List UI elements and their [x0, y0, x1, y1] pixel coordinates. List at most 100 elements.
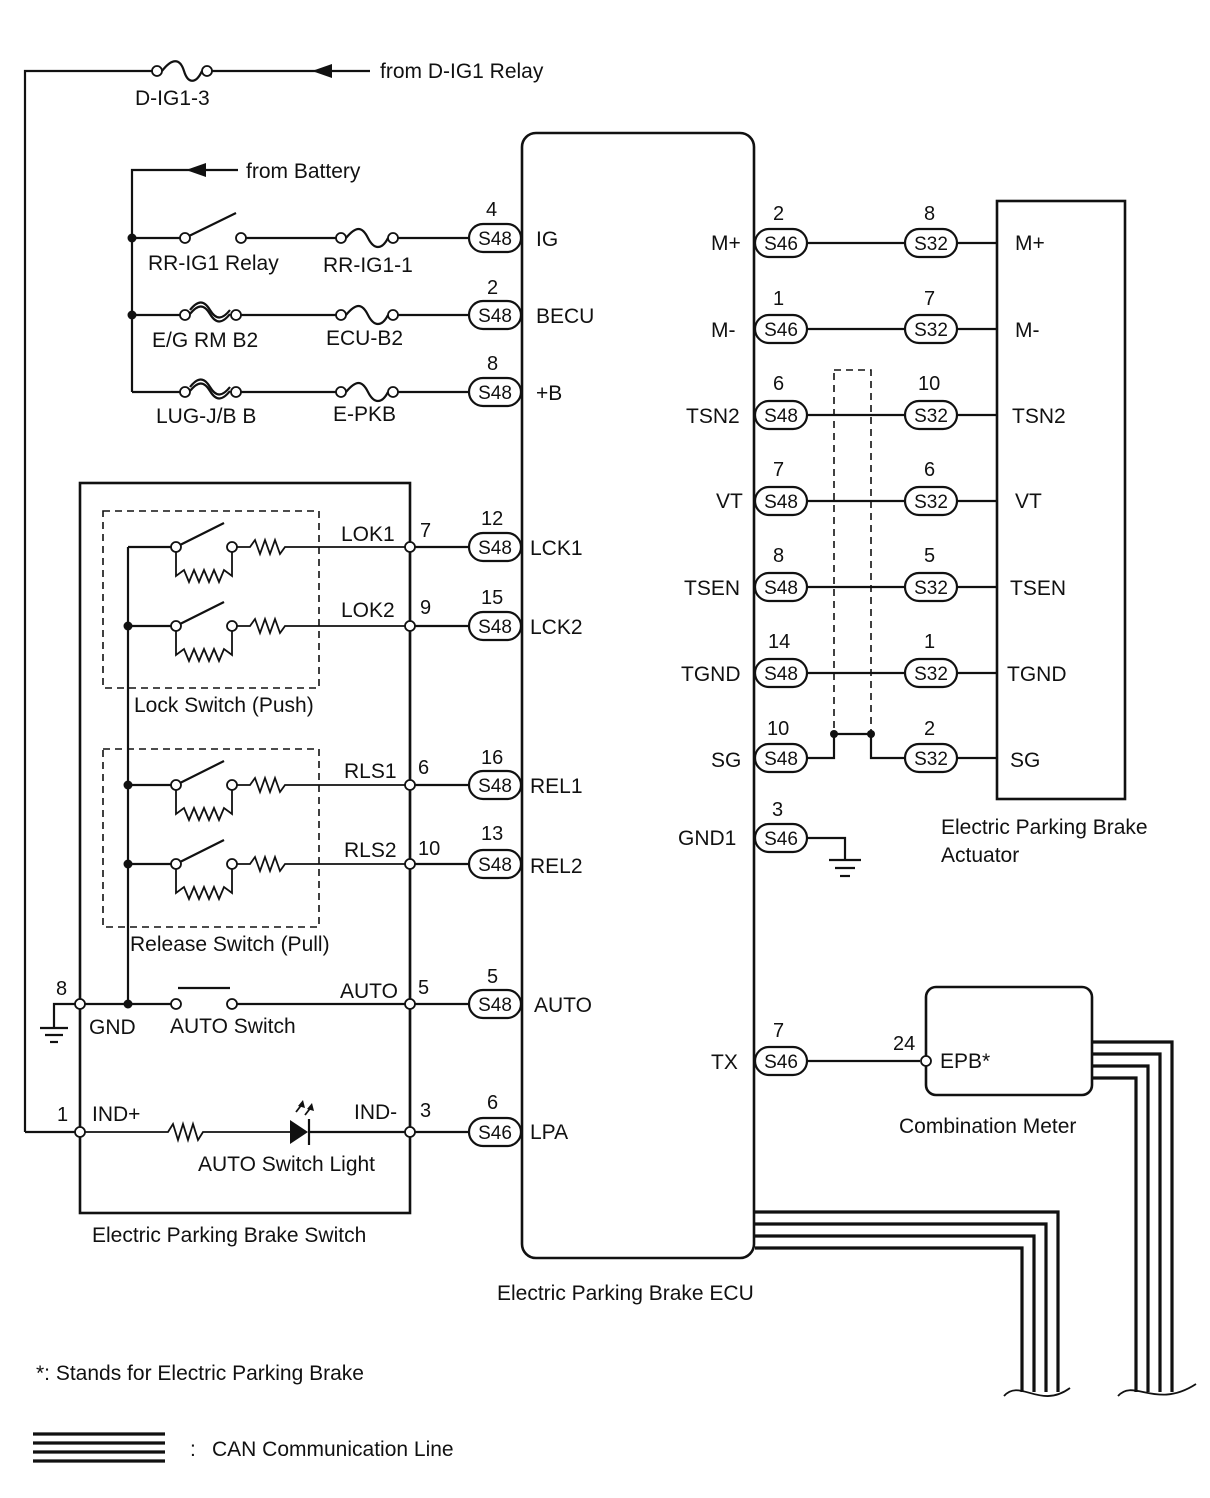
actuator-connectors: S32 8 M+ S32 7 M- S32 10 TSN2 S32 6 VT S…: [903, 203, 1067, 774]
svg-text:S48: S48: [478, 617, 512, 638]
lok1-pin-label: LOK1: [341, 523, 395, 546]
svg-text:REL2: REL2: [530, 855, 583, 878]
svg-text:14: 14: [768, 631, 790, 653]
rr-ig1-1-fuse-label: RR-IG1-1: [323, 254, 413, 277]
ecu-pin-rel1: S48 16 REL1: [467, 747, 583, 801]
ecu-pin-vt: S48 7 VT: [716, 459, 809, 517]
svg-text:SG: SG: [1010, 749, 1040, 772]
svg-text:13: 13: [481, 823, 503, 845]
svg-text:10: 10: [767, 718, 789, 740]
from-dig1-label: from D-IG1 Relay: [380, 60, 544, 83]
combination-meter-title: Combination Meter: [899, 1115, 1076, 1138]
epb-ecu-title: Electric Parking Brake ECU: [497, 1282, 754, 1305]
ind-plus-pin-label: IND+: [92, 1103, 140, 1126]
can-bus: [755, 1040, 1197, 1397]
svg-text:7: 7: [773, 459, 784, 481]
svg-text:5: 5: [487, 966, 498, 988]
ecu-left-connectors: S48 4 IG S48 2 BECU S48 8 +B S48 12 LCK1…: [467, 199, 594, 1148]
ecu-pin-tsen: S48 8 TSEN: [684, 545, 809, 603]
svg-text:TSEN: TSEN: [684, 577, 740, 600]
meter-pin-label: EPB*: [940, 1050, 990, 1073]
svg-text:TSEN: TSEN: [1010, 577, 1066, 600]
ecu-b2-fuse-label: ECU-B2: [326, 327, 403, 350]
ecu-pin-plus-b: S48 8 +B: [467, 353, 562, 408]
svg-text:S32: S32: [914, 234, 948, 255]
meter-pin-number: 24: [893, 1033, 915, 1055]
ecu-pin-tsn2: S48 6 TSN2: [686, 373, 809, 431]
epb-actuator: Electric Parking Brake Actuator: [941, 199, 1148, 867]
svg-text:IG: IG: [536, 228, 558, 251]
svg-text:S48: S48: [478, 776, 512, 797]
eg-rm-b2-label: E/G RM B2: [152, 329, 258, 352]
svg-text:S48: S48: [478, 383, 512, 404]
svg-text:8: 8: [487, 353, 498, 375]
svg-text:12: 12: [481, 508, 503, 530]
svg-text:6: 6: [773, 373, 784, 395]
ecu-pin-lpa: S46 6 LPA: [467, 1092, 568, 1148]
svg-text:M+: M+: [1015, 232, 1045, 255]
svg-text:TGND: TGND: [681, 663, 741, 686]
e-pkb-fuse-label: E-PKB: [333, 403, 396, 426]
svg-text:S32: S32: [914, 749, 948, 770]
svg-text:TSN2: TSN2: [686, 405, 740, 428]
act-pin-tgnd: S32 1 TGND: [903, 631, 1067, 689]
svg-text:M+: M+: [711, 232, 741, 255]
ecu-pin-m-minus: S46 1 M-: [711, 288, 809, 345]
release-switch-label: Release Switch (Pull): [130, 933, 330, 956]
svg-text:1: 1: [773, 288, 784, 310]
svg-text:S48: S48: [478, 229, 512, 250]
epb-switch: LOK1 7 LOK2 9 RLS1 6 RLS2 10 AUTO 5 IND-…: [25, 481, 440, 1247]
svg-text:S48: S48: [764, 749, 798, 770]
footnote: *: Stands for Electric Parking Brake: [36, 1362, 364, 1385]
lok1-pin-number: 7: [420, 520, 431, 542]
svg-text:S46: S46: [478, 1123, 512, 1144]
epb-switch-title: Electric Parking Brake Switch: [92, 1224, 366, 1247]
lug-jb-b-label: LUG-J/B B: [156, 405, 256, 428]
svg-text:2: 2: [487, 277, 498, 299]
svg-text:4: 4: [486, 199, 497, 221]
svg-text:REL1: REL1: [530, 775, 583, 798]
act-pin-vt: S32 6 VT: [903, 459, 1042, 517]
epb-actuator-title-line2: Actuator: [941, 844, 1019, 867]
svg-text:S32: S32: [914, 492, 948, 513]
ecu-pin-becu: S48 2 BECU: [467, 277, 594, 331]
svg-text:VT: VT: [1015, 490, 1042, 513]
rr-ig1-relay-label: RR-IG1 Relay: [148, 252, 279, 275]
from-battery-label: from Battery: [246, 160, 361, 183]
legend: *: Stands for Electric Parking Brake : C…: [33, 1362, 454, 1463]
svg-text:8: 8: [924, 203, 935, 225]
svg-text:8: 8: [773, 545, 784, 567]
svg-text:S48: S48: [478, 995, 512, 1016]
ecu-pin-tx: S46 7 TX: [711, 1020, 809, 1077]
svg-text:TX: TX: [711, 1051, 738, 1074]
svg-text:S46: S46: [764, 320, 798, 341]
ecu-pin-rel2: S48 13 REL2: [467, 823, 583, 880]
ecu-pin-lck2: S48 15 LCK2: [467, 587, 583, 642]
dig1-feed: from D-IG1 Relay D-IG1-3: [23, 60, 544, 1132]
lok2-pin-label: LOK2: [341, 599, 395, 622]
svg-text:S32: S32: [914, 406, 948, 427]
switch-row-lok2: [128, 601, 410, 664]
svg-text:LCK1: LCK1: [530, 537, 583, 560]
svg-text:16: 16: [481, 747, 503, 769]
svg-text:S46: S46: [764, 829, 798, 850]
switch-ecu-wires: [415, 545, 469, 1134]
svg-text:M-: M-: [711, 319, 736, 342]
svg-text:S48: S48: [764, 406, 798, 427]
ecu-pin-lck1: S48 12 LCK1: [467, 508, 583, 563]
ind-plus-pin-number: 1: [57, 1104, 68, 1126]
auto-pin-number: 5: [418, 977, 429, 999]
act-pin-tsen: S32 5 TSEN: [903, 545, 1066, 603]
rls1-pin-label: RLS1: [344, 760, 397, 783]
svg-text:S48: S48: [764, 492, 798, 513]
svg-text:M-: M-: [1015, 319, 1040, 342]
svg-text:S48: S48: [764, 664, 798, 685]
svg-text:S46: S46: [764, 1052, 798, 1073]
epb-ecu: Electric Parking Brake ECU: [497, 131, 756, 1305]
combination-meter: 24 EPB* Combination Meter: [893, 985, 1094, 1138]
battery-feed: from Battery RR-IG1 Relay RR-IG1-1 E/G R…: [127, 160, 469, 428]
svg-text:SG: SG: [711, 749, 741, 772]
svg-text:2: 2: [773, 203, 784, 225]
